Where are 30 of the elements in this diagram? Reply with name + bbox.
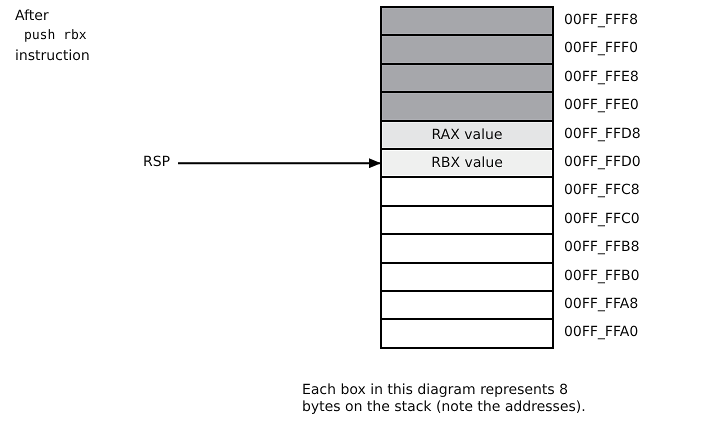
arrow [178,158,381,168]
address-label: 00FF_FFB8 [564,239,640,256]
address-label: 00FF_FFC0 [564,210,640,227]
stack-slot [380,233,554,264]
heading-text: instruction [15,48,90,64]
register-label: RSP [143,154,170,170]
stack-slot [380,176,554,207]
address-label: 00FF_FFD0 [564,154,641,170]
address-label: 00FF_FFF0 [564,40,638,56]
slot-value: RBX value [431,155,503,172]
stack-slot [380,318,554,349]
stack-slot [380,290,554,320]
address-label: 00FF_FFA0 [564,324,638,340]
address-label: 00FF_FFA8 [564,296,638,312]
address-label: 00FF_FFB0 [564,268,640,284]
stack-slot [380,204,554,236]
address-label: 00FF_FFE0 [564,97,639,114]
address-label: 00FF_FFC8 [564,182,640,198]
stack-slot [380,34,554,65]
caption: Each box in this diagram represents 8 bytes on the stack (note the addresses). [302,382,587,416]
stack-slot [380,6,554,36]
code-text: push rbx [24,28,87,43]
stack-slot [380,91,554,122]
slot-value: RAX value [431,126,503,143]
heading-text: After [15,8,49,24]
stack-slot [380,262,554,292]
stack-slot [380,62,554,94]
address-label: 00FF_FFD8 [564,126,641,142]
address-label: 00FF_FFF8 [564,12,638,28]
address-label: 00FF_FFE8 [564,68,639,85]
